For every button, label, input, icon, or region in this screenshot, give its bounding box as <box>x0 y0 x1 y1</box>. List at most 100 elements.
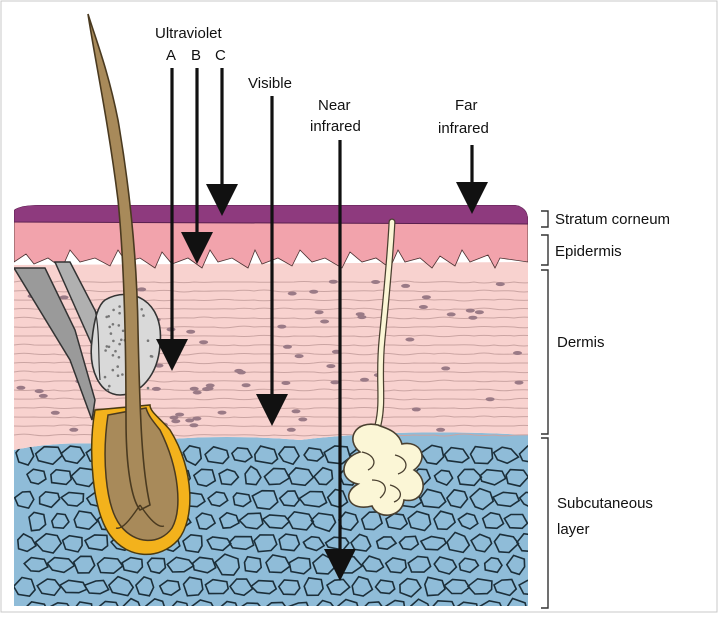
dermis-cell <box>298 417 307 421</box>
near-infrared-label-line1: Near <box>318 97 351 114</box>
sebaceous-dot <box>147 339 150 342</box>
dermis-cell <box>357 315 366 319</box>
dermis-cell <box>170 416 179 420</box>
sebaceous-dot <box>140 308 143 311</box>
sebaceous-dot <box>112 309 115 312</box>
dermis-cell <box>401 284 410 288</box>
sebaceous-dot <box>142 314 145 317</box>
dermis-cell <box>405 338 414 342</box>
stratum-corneum-label: Stratum corneum <box>555 211 670 228</box>
sebaceous-dot <box>118 343 121 346</box>
dermis-cell <box>39 394 48 398</box>
sebaceous-dot <box>112 369 115 372</box>
ultraviolet-label: Ultraviolet <box>155 25 223 42</box>
sebaceous-dot <box>104 349 107 352</box>
dermis-cell <box>199 340 208 344</box>
sebaceous-dot <box>122 330 125 333</box>
dermis-cell <box>447 312 456 316</box>
dermis-cell <box>326 364 335 368</box>
sebaceous-dot <box>112 354 115 357</box>
dermis-cell <box>486 397 495 401</box>
subcutaneous-bracket <box>541 438 548 608</box>
sebaceous-dot <box>118 305 121 308</box>
stratum-corneum-bracket <box>541 211 548 227</box>
dermis-cell <box>309 290 318 294</box>
sebaceous-dot <box>108 385 111 388</box>
dermis-cell <box>436 428 445 432</box>
dermis-cell <box>315 310 324 314</box>
dermis-cell <box>192 417 201 421</box>
sebaceous-dot <box>105 316 108 319</box>
layer-brackets <box>541 211 548 608</box>
dermis-cell <box>281 381 290 385</box>
sebaceous-dot <box>121 373 124 376</box>
sebaceous-dot <box>104 376 107 379</box>
far-infrared-label-line1: Far <box>455 97 478 114</box>
sebaceous-dot <box>108 346 111 349</box>
dermis-cell <box>371 280 380 284</box>
dermis-cell <box>496 282 505 286</box>
sebaceous-dot <box>112 323 115 326</box>
dermis-cell <box>283 345 292 349</box>
dermis-cell <box>171 419 180 423</box>
dermis-cell <box>320 320 329 324</box>
skin-cross-section <box>14 205 541 613</box>
dermis-cell <box>218 411 227 415</box>
dermis-cell <box>193 391 202 395</box>
dermis-cell <box>288 292 297 296</box>
dermis-cell <box>137 287 146 291</box>
dermis-cell <box>441 366 450 370</box>
sebaceous-dot <box>108 326 111 329</box>
sebaceous-dot <box>118 356 121 359</box>
epidermis-bracket <box>541 235 548 265</box>
sebaceous-dot <box>118 324 121 327</box>
far-infrared-label-line2: infrared <box>438 120 489 137</box>
dermis-cell <box>475 310 484 314</box>
dermis-cell <box>329 280 338 284</box>
sebaceous-dot <box>106 345 109 348</box>
sebaceous-dot <box>112 340 115 343</box>
sebaceous-dot <box>107 389 110 392</box>
subcutaneous-label-line2: layer <box>557 521 590 538</box>
dermis-cell <box>69 428 78 432</box>
dermis-bracket <box>541 270 548 434</box>
dermis-cell <box>419 305 428 309</box>
visible-label: Visible <box>248 75 292 92</box>
dermis-cell <box>292 409 301 413</box>
uvb-label: B <box>191 47 201 64</box>
dermis-cell <box>422 295 431 299</box>
sebaceous-dot <box>150 355 153 358</box>
dermis-label: Dermis <box>557 334 605 351</box>
dermis-cell <box>295 354 304 358</box>
sebaceous-dot <box>118 312 121 315</box>
epidermis-label: Epidermis <box>555 243 622 260</box>
dermis-cell <box>287 428 296 432</box>
dermis-cell <box>16 386 25 390</box>
dermis-cell <box>190 387 199 391</box>
sebaceous-dot <box>110 332 113 335</box>
uva-label: A <box>166 47 176 64</box>
dermis-cell <box>360 378 369 382</box>
dermis-cell <box>277 325 286 329</box>
sebaceous-dot <box>147 387 150 390</box>
dermis-cell <box>468 316 477 320</box>
sebaceous-dot <box>114 350 117 353</box>
dermis-cell <box>412 407 421 411</box>
dermis-cell <box>513 351 522 355</box>
dermis-cell <box>51 411 60 415</box>
sebaceous-dot <box>116 365 119 368</box>
dermis-cell <box>35 389 44 393</box>
dermis-cell <box>206 384 215 388</box>
dermis-cell <box>330 380 339 384</box>
dermis-cell <box>60 295 69 299</box>
dermis-cell <box>466 309 475 313</box>
uvc-label: C <box>215 47 226 64</box>
dermis-cell <box>186 330 195 334</box>
near-infrared-label-line2: infrared <box>310 118 361 135</box>
dermis-cell <box>152 387 161 391</box>
dermis-cell <box>515 381 524 385</box>
sebaceous-dot <box>120 339 123 342</box>
dermis-cell <box>189 423 198 427</box>
subcutaneous-label-line1: Subcutaneous <box>557 495 653 512</box>
